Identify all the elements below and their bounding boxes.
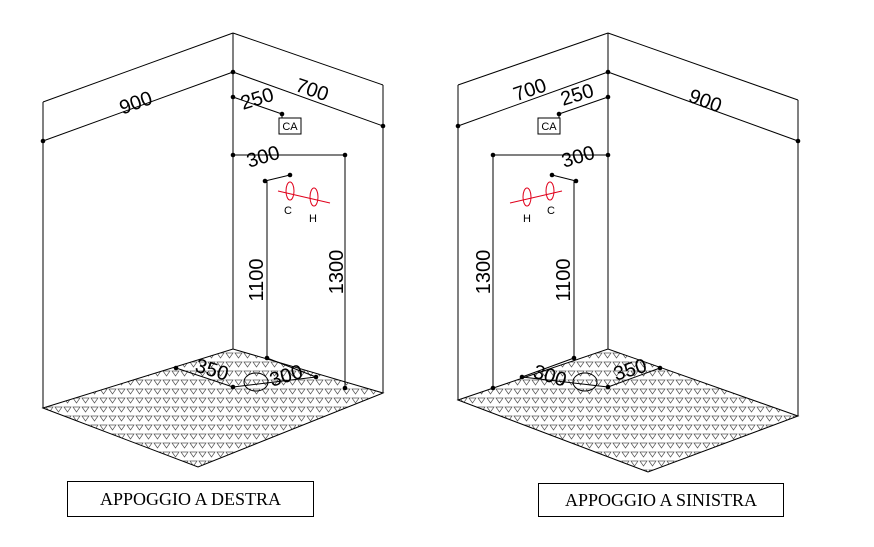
enclosure-outline [457,32,799,416]
diagram-left: CA C H 900 700 250 300 1100 1300 350 300 [40,32,386,468]
dim-250-label: 250 [558,80,596,111]
cold-valve-icon [285,181,295,201]
cold-label: C [547,205,555,217]
drain-circle [243,372,269,392]
ca-label: CA [282,121,298,133]
water-pipe-line [509,190,563,204]
dim-1300-label: 1300 [473,250,495,295]
dim-900-label: 900 [686,85,725,117]
dimension-points [455,69,801,391]
dim-900-label: 900 [117,87,156,119]
caption-right: APPOGGIO A SINISTRA [538,483,784,517]
cold-label: C [284,205,292,217]
dim-1100-label: 1100 [553,258,575,301]
ca-box [537,117,561,135]
dimension-points [40,69,386,391]
hot-valve-icon [522,187,532,207]
ca-label: CA [541,121,557,133]
dim-700-label: 700 [293,74,332,106]
hot-label: H [309,213,317,225]
caption-left: APPOGGIO A DESTRA [67,481,314,517]
hot-label: H [523,213,531,225]
hot-valve-icon [309,187,319,207]
dim-300-top-label: 300 [559,142,597,173]
dim-700-label: 700 [511,74,550,106]
ca-box [278,117,302,135]
water-pipe-line [277,190,331,204]
enclosure-outline [42,32,384,408]
drain-circle [572,372,598,392]
diagram-right: CA H C 700 250 900 300 1300 1100 300 350 [455,32,801,473]
dim-300-top-label: 300 [244,142,282,173]
dim-1100-label: 1100 [246,258,268,301]
cold-valve-icon [545,181,555,201]
dim-1300-label: 1300 [326,250,348,295]
